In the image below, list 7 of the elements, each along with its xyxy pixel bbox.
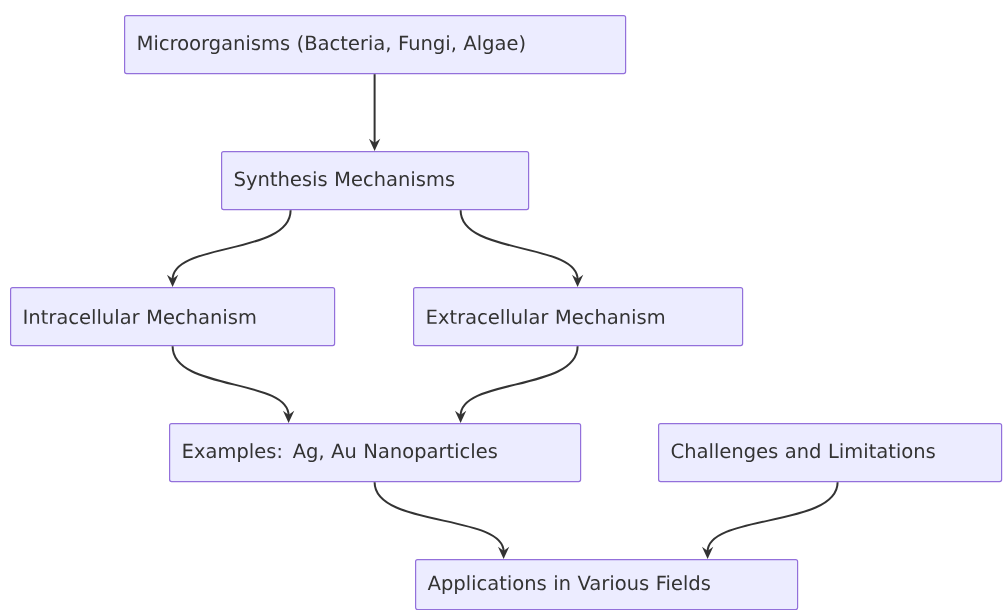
process-box: Extracellular Mechanism <box>413 287 744 347</box>
process-box: Applications in Various Fields <box>415 559 799 610</box>
process-box: Microorganisms (Bacteria, Fungi, Algae) <box>124 15 627 75</box>
process-box: Examples: Ag, Au Nanoparticles <box>169 423 582 483</box>
process-box: Intracellular Mechanism <box>10 287 336 347</box>
process-box: Synthesis Mechanisms <box>221 151 530 211</box>
process-box: Challenges and Limitations <box>658 423 1003 483</box>
